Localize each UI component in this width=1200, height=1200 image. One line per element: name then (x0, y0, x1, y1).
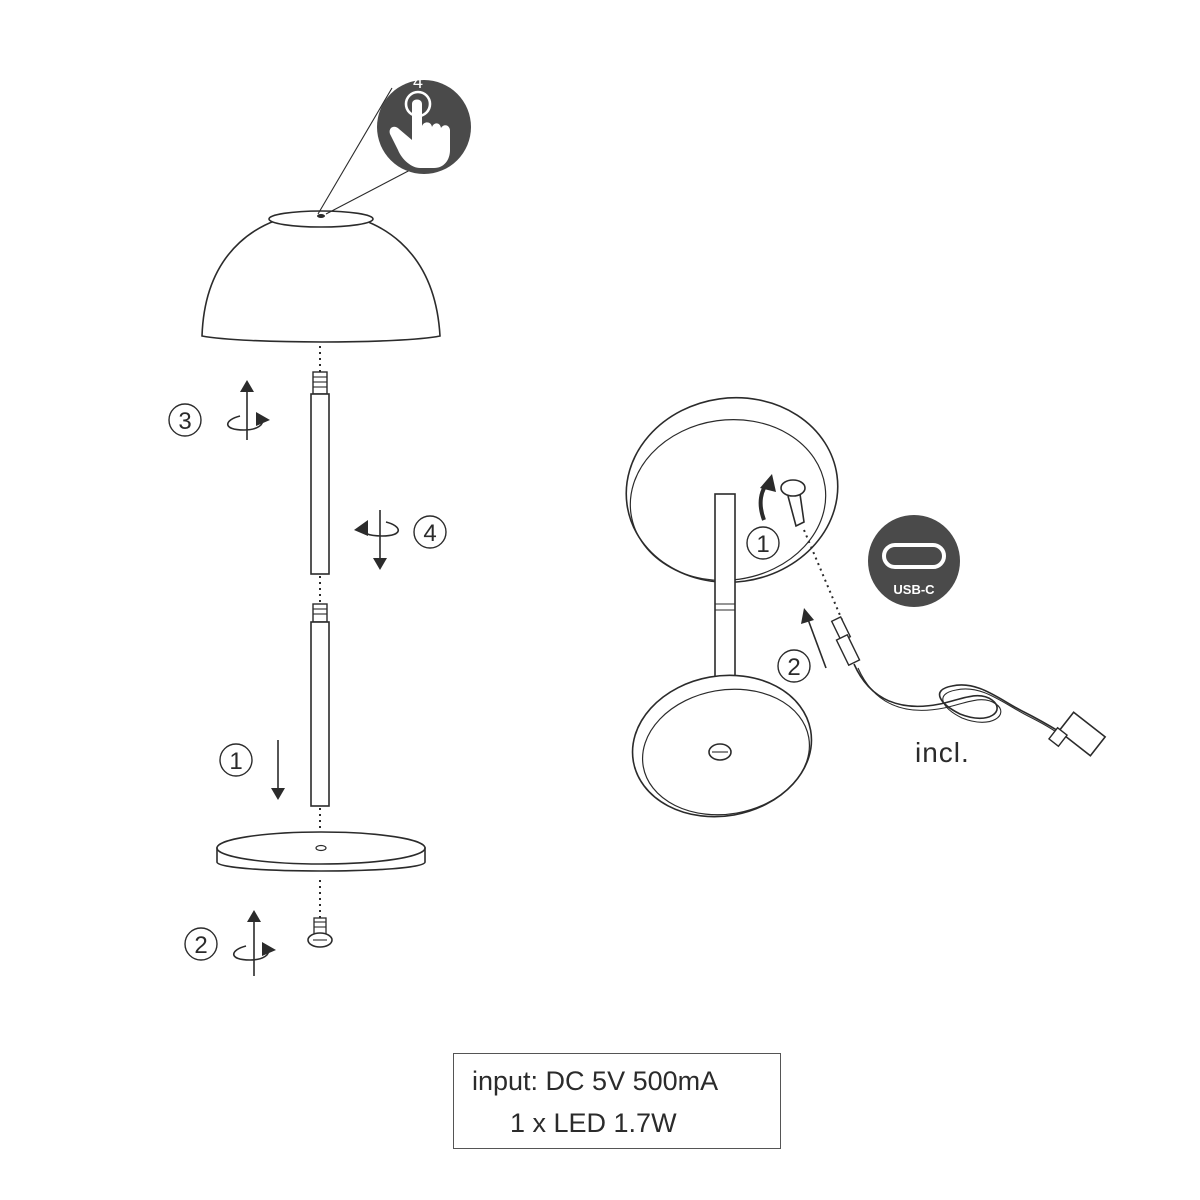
step-1-right-label: 1 (756, 531, 769, 558)
step-1-right-marker: 1 (746, 526, 780, 560)
spec-input-label: input: DC 5V 500mA (472, 1066, 719, 1096)
touch-callout-lines (317, 87, 415, 215)
step-4-label: 4 (423, 520, 436, 547)
usb-c-port-icon: USB-C (868, 515, 960, 607)
touch-count-label: 4 (413, 72, 423, 92)
lower-rod (310, 603, 330, 807)
step-1-marker: 1 (219, 743, 253, 777)
lamp-shade (201, 210, 441, 343)
step-4-marker: 4 (413, 515, 447, 549)
rotate-up-arrow-icon (232, 910, 276, 976)
insert-arrow-icon (801, 608, 827, 669)
down-arrow-icon (271, 740, 285, 800)
base-plate (216, 831, 426, 872)
step-2-label: 2 (194, 932, 207, 959)
step-2-right-marker: 2 (777, 649, 811, 683)
touch-dimmer-icon: 4 (377, 72, 471, 174)
upper-rod (310, 371, 330, 575)
cable-included-label: incl. (915, 737, 970, 768)
step-2-marker: 2 (184, 927, 218, 961)
port-cover (780, 479, 806, 528)
base-screw (307, 917, 333, 948)
lift-cover-arrow-icon (758, 474, 776, 521)
spec-box: input: DC 5V 500mA 1 x LED 1.7W (453, 1053, 781, 1149)
usb-c-cable (803, 529, 1107, 757)
step-3-label: 3 (178, 408, 191, 435)
rotate-down-arrow-icon (354, 510, 400, 570)
rotate-up-arrow-icon (226, 380, 270, 440)
step-2-right-label: 2 (787, 654, 800, 681)
step-1-label: 1 (229, 748, 242, 775)
usb-c-label: USB-C (893, 582, 935, 597)
charging-lamp (625, 396, 839, 818)
spec-led-label: 1 x LED 1.7W (510, 1108, 677, 1138)
step-3-marker: 3 (168, 403, 202, 437)
